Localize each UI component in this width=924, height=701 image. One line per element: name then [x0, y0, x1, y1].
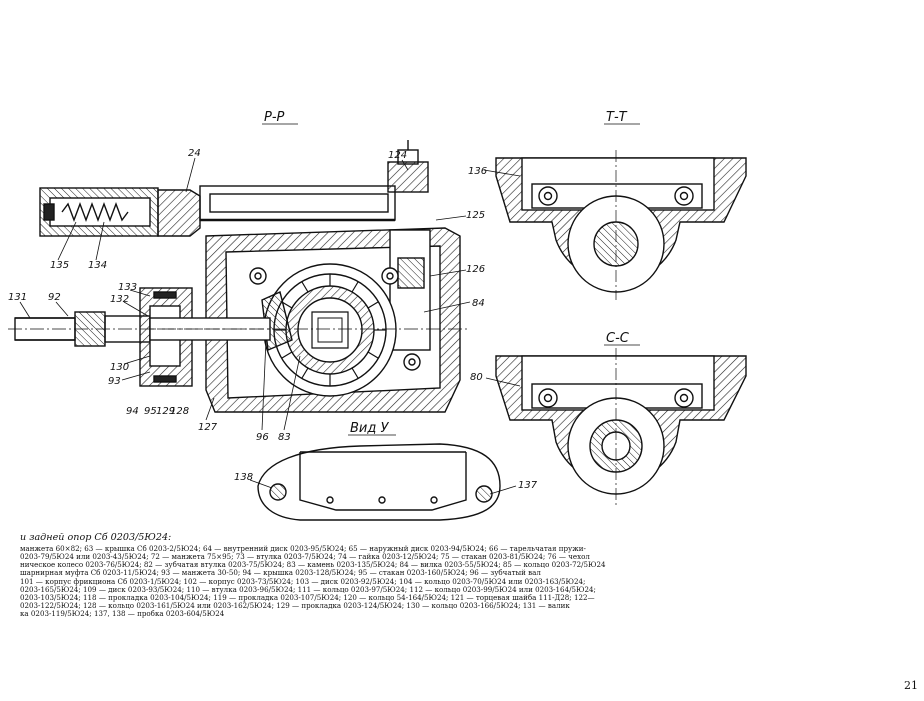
legend-line: ка 0203-119/5Ю24; 137, 138 — пробка 0203…	[20, 609, 225, 619]
part-label-131: 131	[8, 292, 27, 303]
figure-caption: и задней опор Сб 0203/5Ю24:	[20, 532, 172, 543]
part-label-92: 92	[48, 292, 61, 303]
part-label-135: 135	[50, 260, 69, 271]
legend-line: манжета 60×82; 63 — крышка Сб 0203-2/5Ю2…	[20, 544, 586, 553]
part-label-134: 134	[88, 260, 107, 271]
section-title-view-u: Вид У	[350, 421, 389, 436]
view-u-drawing	[257, 443, 501, 521]
legend-line: 0203-79/5Ю24 или 0203-43/5Ю24; 72 — манж…	[20, 552, 590, 562]
leader-lines	[19, 157, 521, 495]
part-label-124: 124	[388, 150, 407, 161]
section-pp-drawing	[8, 140, 470, 413]
part-label-83: 83	[278, 432, 291, 443]
part-label-128: 128	[170, 406, 189, 417]
section-title-cc: С-С	[606, 331, 630, 346]
part-label-138: 138	[234, 472, 253, 483]
part-label-80: 80	[470, 372, 483, 383]
parts-legend: манжета 60×82; 63 — крышка Сб 0203-2/5Ю2…	[20, 544, 644, 619]
part-label-132: 132	[110, 294, 129, 305]
part-label-129: 129	[156, 406, 175, 417]
section-cc-drawing	[495, 348, 747, 506]
part-label-136: 136	[468, 166, 487, 177]
part-label-24: 24	[188, 148, 201, 159]
legend-line: 101 — корпус фрикциона Сб 0203-1/5Ю24; 1…	[20, 576, 586, 586]
legend-line: шарнирная муфта Сб 0203-11/5Ю24; 93 — ма…	[20, 568, 541, 578]
part-label-125: 125	[466, 210, 485, 221]
part-label-127: 127	[198, 422, 218, 433]
part-label-137: 137	[518, 480, 538, 491]
part-label-94: 94	[126, 406, 139, 417]
part-label-130: 130	[110, 362, 129, 373]
section-tt-drawing	[495, 150, 747, 300]
part-label-133: 133	[118, 282, 137, 293]
legend-line: 0203-122/5Ю24; 128 — кольцо 0203-161/5Ю2…	[20, 601, 570, 611]
legend-line: 0203-165/5Ю24; 109 — диск 0203-93/5Ю24; …	[20, 584, 596, 594]
legend-line: 0203-103/5Ю24; 118 — прокладка 0203-104/…	[20, 592, 595, 602]
part-label-126: 126	[466, 264, 485, 275]
page-number: 21	[904, 679, 918, 692]
section-title-pp: Р-Р	[264, 110, 285, 125]
part-label-95: 95	[144, 406, 157, 417]
section-title-tt: Т-Т	[606, 110, 628, 125]
part-label-84: 84	[472, 298, 485, 309]
part-label-96: 96	[256, 432, 269, 443]
legend-line: ническое колесо 0203-76/5Ю24; 82 — зубча…	[20, 560, 606, 570]
part-label-93: 93	[108, 376, 121, 387]
